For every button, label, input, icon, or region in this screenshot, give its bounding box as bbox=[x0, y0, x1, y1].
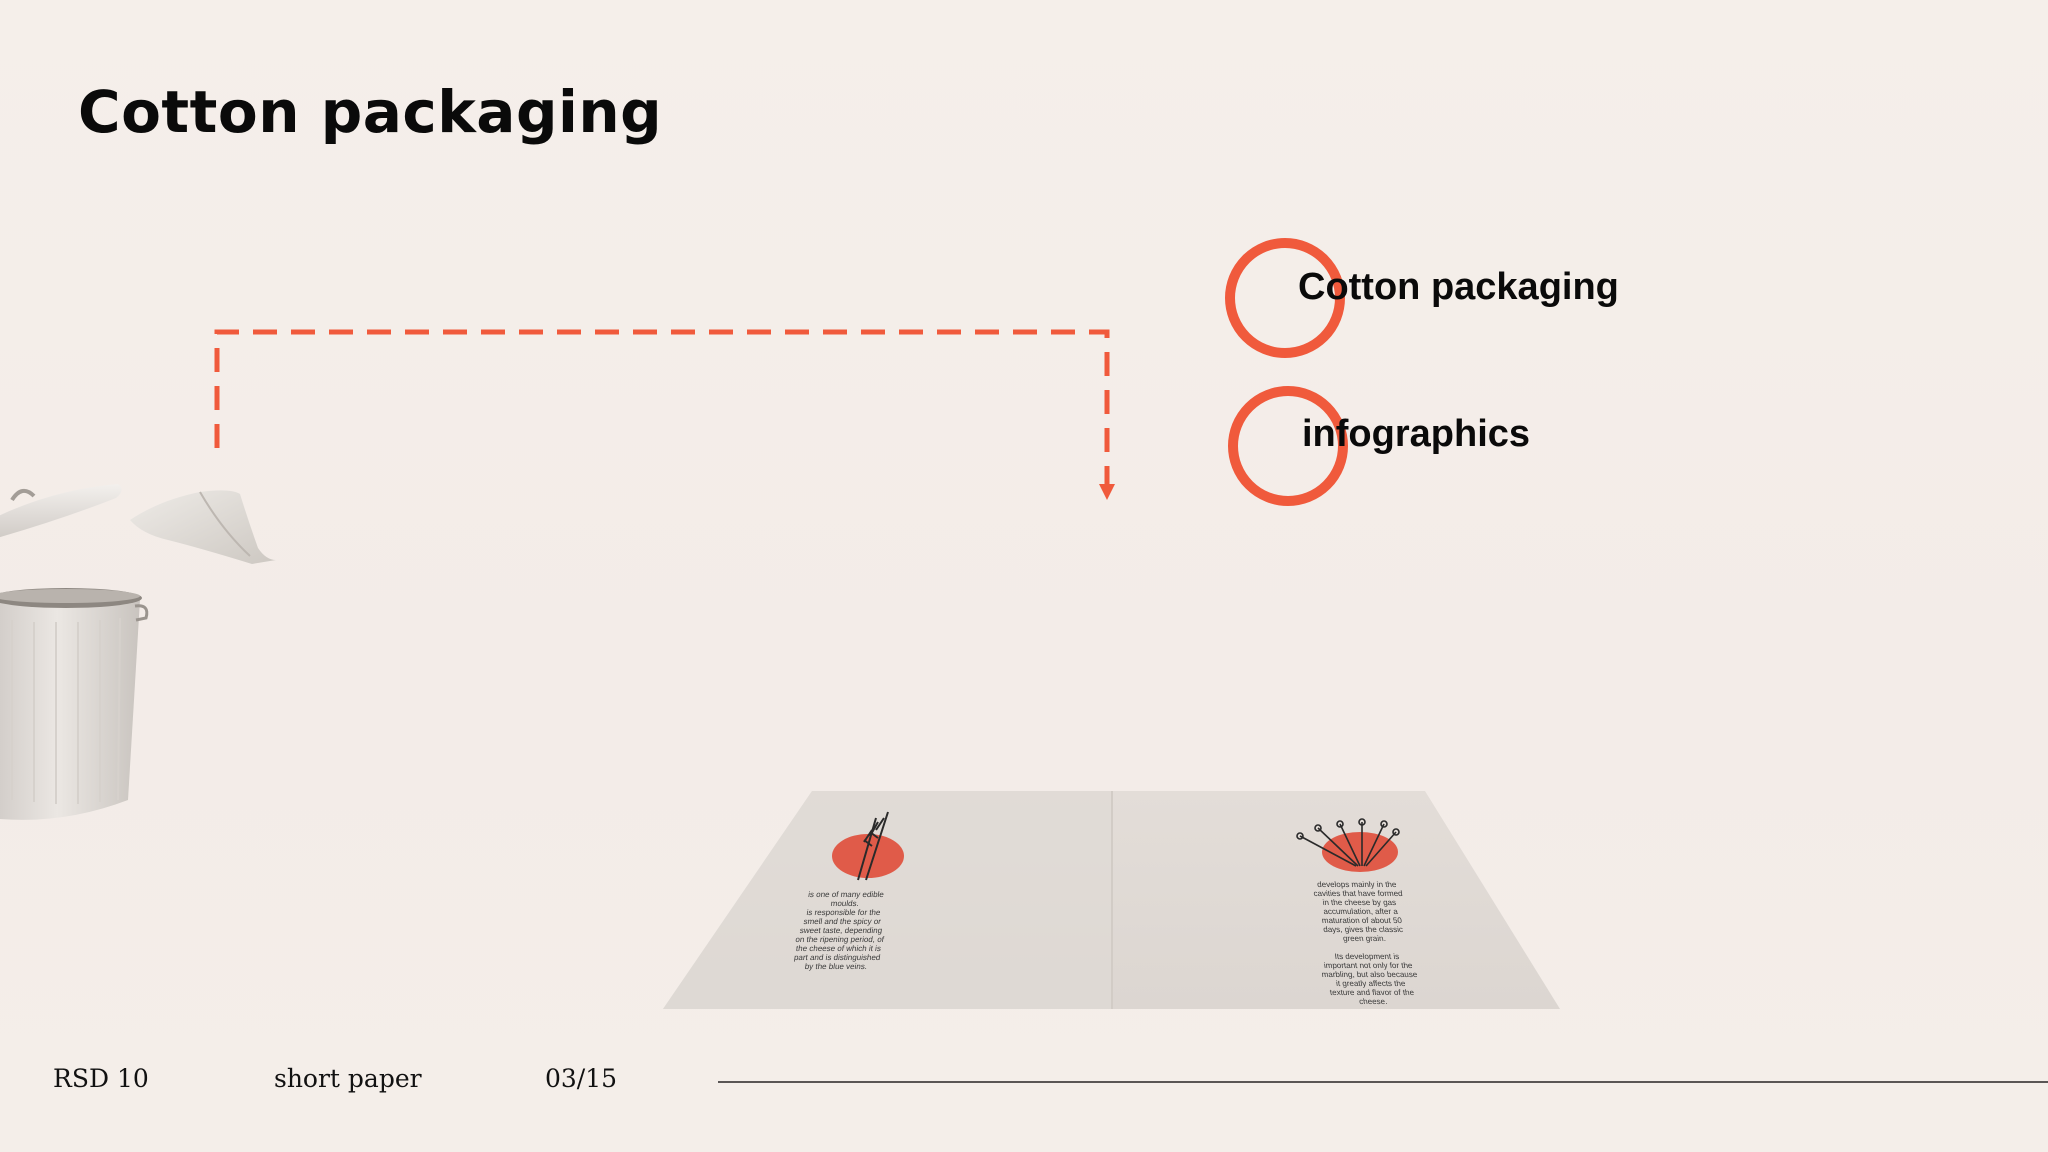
orange-ring-icon bbox=[1225, 238, 1345, 358]
leaflet-text-left: is one of many edible moulds. is respons… bbox=[793, 890, 885, 971]
footer-conference: RSD 10 bbox=[53, 1064, 149, 1093]
legend-label-infographics: infographics bbox=[1302, 413, 1531, 455]
footer-paper-type: short paper bbox=[274, 1064, 422, 1093]
footer-page-number: 03/15 bbox=[545, 1064, 618, 1093]
footer-divider bbox=[718, 1081, 2048, 1083]
dashed-arrow-icon bbox=[214, 329, 1115, 500]
leaflet-text-right: develops mainly in the cavities that hav… bbox=[1312, 880, 1418, 1006]
slide-title: Cotton packaging bbox=[78, 78, 663, 146]
legend-label-cotton-packaging: Cotton packaging bbox=[1298, 266, 1619, 308]
folded-leaflet-image bbox=[663, 791, 1560, 1009]
crumpled-paper-icon bbox=[130, 490, 276, 564]
orange-ring-icon bbox=[1228, 386, 1348, 506]
trash-can-icon bbox=[0, 484, 149, 820]
